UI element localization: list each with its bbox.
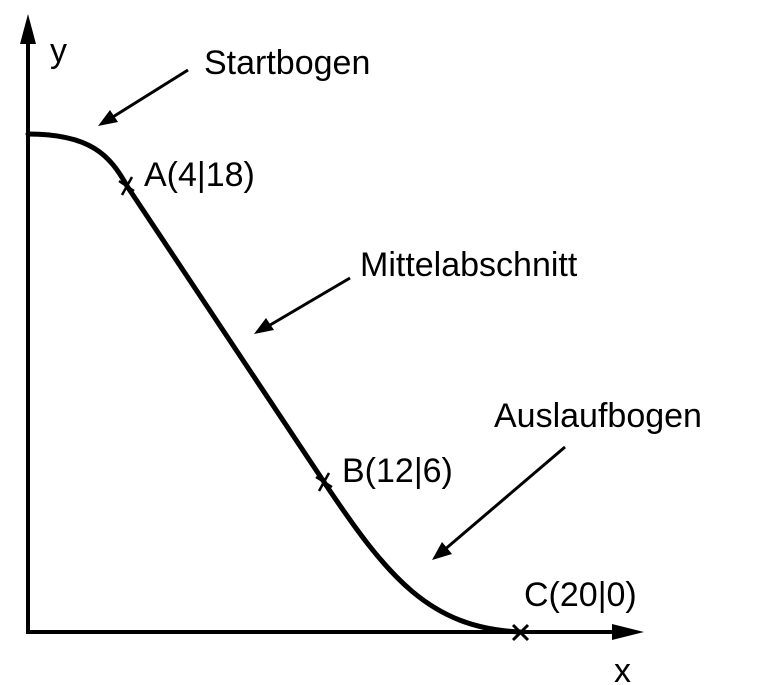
- point-C-marker: [511, 623, 530, 642]
- track-curve: [25, 131, 523, 635]
- y-axis-arrowhead: [20, 14, 36, 44]
- start-pointer-arrow: [107, 68, 189, 122]
- point-B-marker: [315, 472, 333, 492]
- point-B-label: B(12|6): [342, 452, 453, 490]
- x-axis-label: x: [614, 652, 631, 685]
- end-pointer-arrow: [442, 445, 566, 553]
- middle-pointer-arrow: [264, 276, 351, 330]
- segment-end-label: Auslaufbogen: [494, 397, 702, 435]
- middle-pointer-arrowhead: [254, 318, 274, 334]
- point-C-label: C(20|0): [524, 576, 637, 614]
- point-A-marker: [118, 176, 135, 196]
- y-axis-label: y: [50, 32, 67, 70]
- segment-middle-label: Mittelabschnitt: [360, 246, 578, 284]
- end-pointer-arrowhead: [432, 542, 452, 560]
- axes: y x: [20, 14, 644, 685]
- point-A-label: A(4|18): [144, 156, 255, 194]
- start-pointer-arrowhead: [98, 110, 118, 126]
- x-axis-arrowhead: [612, 624, 644, 640]
- segment-start-label: Startbogen: [204, 44, 370, 82]
